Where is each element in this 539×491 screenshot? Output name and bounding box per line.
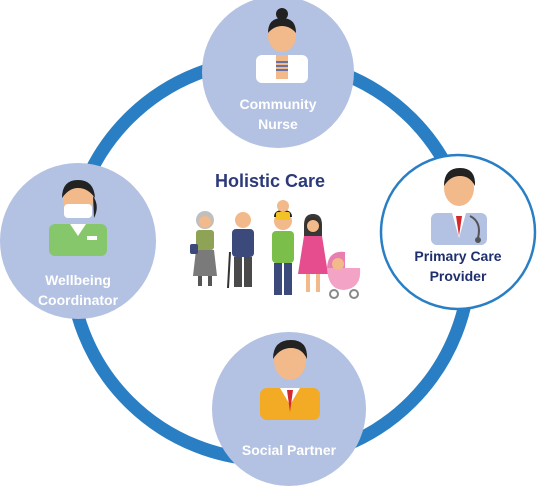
label-line: Primary Care (414, 248, 502, 264)
label-line: Provider (429, 268, 487, 284)
masked-coordinator-icon (49, 180, 107, 256)
businessman-icon (260, 340, 320, 420)
label-community-nurse: Community Nurse (218, 94, 338, 134)
label-wellbeing-coordinator: Wellbeing Coordinator (18, 270, 138, 310)
label-line: Wellbeing (45, 272, 111, 288)
label-line: Nurse (258, 116, 298, 132)
label-line: Social Partner (241, 442, 337, 458)
label-primary-care-provider: Primary Care Provider (398, 246, 518, 286)
family-group-icon (190, 200, 361, 299)
label-line: Community (239, 96, 317, 112)
label-line: Coordinator (37, 292, 119, 308)
nurse-icon (256, 8, 308, 83)
center-title: Holistic Care (214, 171, 326, 191)
label-social-partner: Social Partner (229, 440, 349, 460)
doctor-icon (431, 168, 487, 245)
